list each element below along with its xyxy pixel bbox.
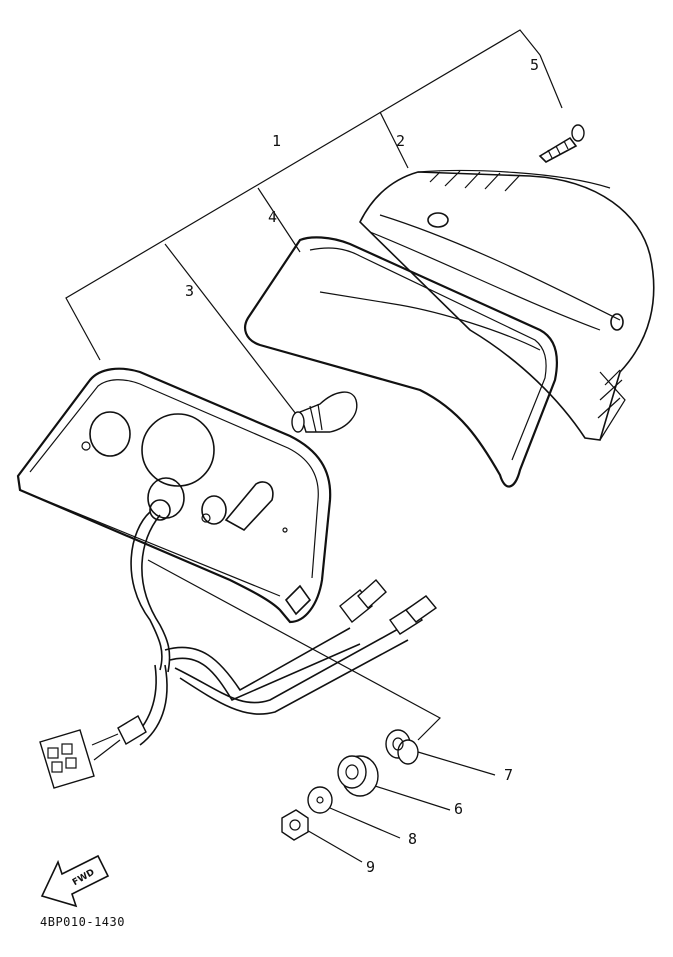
tail-lamp-lens [359,169,655,441]
callout-7: 7 [504,766,513,784]
washer-8 [307,786,333,814]
wire-harness [39,511,438,789]
callout-6: 6 [454,800,463,818]
part-code: 4BP010-1430 [40,915,125,929]
forward-arrow-icon: FWD [40,854,110,908]
callout-3: 3 [185,282,194,300]
lamp-base-housing [16,367,332,624]
callout-9: 9 [366,858,375,876]
callout-labels: 1 2 3 4 5 6 7 8 9 [185,56,539,876]
callout-1: 1 [272,132,281,150]
callout-5: 5 [530,56,539,74]
bulb [291,391,358,433]
screw [538,124,585,163]
lens-hatching [429,170,623,419]
assembly-bracket-lines [65,29,563,863]
nut-9 [281,809,309,841]
callout-2: 2 [396,132,405,150]
callout-8: 8 [408,830,417,848]
callout-4: 4 [268,208,277,226]
damper-6 [337,755,379,797]
gasket [244,236,558,488]
grommet-7 [385,729,419,765]
forward-arrow-label: FWD [71,868,96,888]
